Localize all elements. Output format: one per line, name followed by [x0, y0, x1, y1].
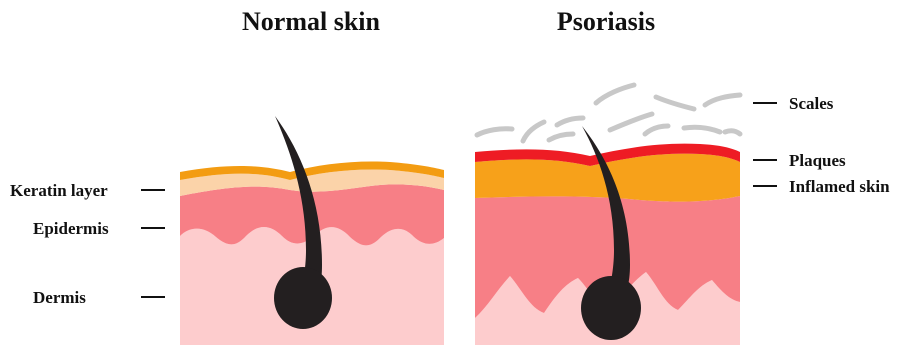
label-keratin-layer: Keratin layer: [10, 181, 108, 200]
scale-flake: [684, 127, 720, 132]
title-psoriasis: Psoriasis: [557, 7, 655, 36]
label-plaques: Plaques: [789, 151, 846, 170]
scale-flake: [656, 97, 694, 109]
psoriasis-hair-follicle: [581, 276, 641, 340]
scale-flake: [725, 131, 740, 134]
scale-flake: [705, 95, 740, 105]
scale-flake: [596, 85, 634, 103]
normal-skin-panel: [180, 116, 444, 345]
scale-flake: [549, 134, 573, 140]
title-normal-skin: Normal skin: [242, 7, 381, 36]
psoriasis-scales: [477, 85, 740, 141]
label-epidermis: Epidermis: [33, 219, 109, 238]
normal-hair-follicle: [274, 267, 332, 329]
label-inflamed-skin: Inflamed skin: [789, 177, 890, 196]
label-scales: Scales: [789, 94, 834, 113]
psoriasis-panel: [475, 85, 740, 345]
scale-flake: [645, 126, 668, 134]
scale-flake: [523, 122, 544, 141]
scale-flake: [477, 129, 512, 135]
scale-flake: [557, 118, 583, 125]
scale-flake: [610, 114, 652, 130]
label-dermis: Dermis: [33, 288, 86, 307]
